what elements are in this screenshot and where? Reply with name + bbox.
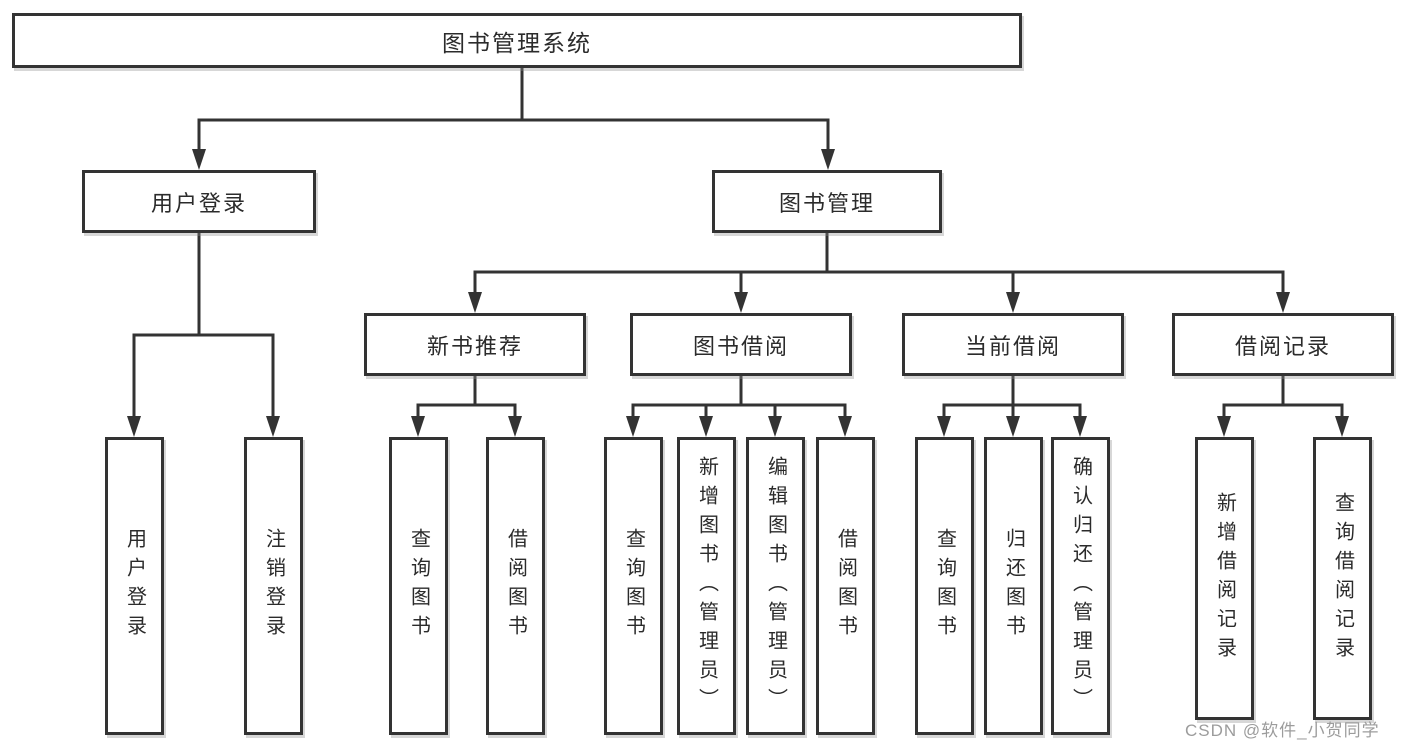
node-library-system: 图书管理系统: [12, 13, 1022, 68]
leaf-borrow-book-borrowing: 借阅图书: [816, 437, 875, 735]
leaf-query-book-borrowing-label: 查询图书: [622, 528, 645, 644]
node-borrowing-records: 借阅记录: [1172, 313, 1394, 376]
leaf-query-book-recommend-label: 查询图书: [407, 528, 430, 644]
node-current-borrowing: 当前借阅: [902, 313, 1124, 376]
node-book-borrowing: 图书借阅: [630, 313, 852, 376]
node-book-borrowing-label: 图书借阅: [692, 333, 789, 359]
leaf-return-book: 归还图书: [984, 437, 1043, 735]
leaf-add-book-admin-label: 新增图书（管理员）: [695, 455, 718, 717]
arrowheads: [127, 149, 1349, 437]
node-borrowing-records-label: 借阅记录: [1234, 333, 1331, 359]
node-current-borrowing-label: 当前借阅: [964, 333, 1061, 359]
leaf-edit-book-admin-label: 编辑图书（管理员）: [764, 455, 787, 717]
leaf-borrow-book-borrowing-label: 借阅图书: [834, 528, 857, 644]
leaf-edit-book-admin: 编辑图书（管理员）: [746, 437, 805, 735]
node-book-management: 图书管理: [712, 170, 942, 233]
leaf-query-borrow-record: 查询借阅记录: [1313, 437, 1372, 720]
leaf-query-book-current-label: 查询图书: [933, 528, 956, 644]
leaf-borrow-book-recommend-label: 借阅图书: [504, 528, 527, 644]
leaf-confirm-return-admin-label: 确认归还（管理员）: [1069, 455, 1092, 717]
node-library-system-label: 图书管理系统: [442, 29, 592, 56]
leaf-user-login: 用户登录: [105, 437, 164, 735]
leaf-add-book-admin: 新增图书（管理员）: [677, 437, 736, 735]
leaf-logout-label: 注销登录: [262, 528, 285, 644]
leaf-borrow-book-recommend: 借阅图书: [486, 437, 545, 735]
node-user-login-label: 用户登录: [150, 190, 247, 216]
leaf-logout: 注销登录: [244, 437, 303, 735]
leaf-query-borrow-record-label: 查询借阅记录: [1331, 491, 1354, 666]
node-user-login: 用户登录: [82, 170, 316, 233]
node-new-book-recommend-label: 新书推荐: [426, 333, 523, 359]
leaf-user-login-label: 用户登录: [123, 528, 146, 644]
node-book-management-label: 图书管理: [778, 190, 875, 216]
leaf-query-book-current: 查询图书: [915, 437, 974, 735]
node-new-book-recommend: 新书推荐: [364, 313, 586, 376]
leaf-query-book-borrowing: 查询图书: [604, 437, 663, 735]
leaf-confirm-return-admin: 确认归还（管理员）: [1051, 437, 1110, 735]
csdn-watermark: CSDN @软件_小贺同学: [1185, 721, 1380, 740]
leaf-add-borrow-record-label: 新增借阅记录: [1213, 491, 1236, 666]
leaf-query-book-recommend: 查询图书: [389, 437, 448, 735]
leaf-add-borrow-record: 新增借阅记录: [1195, 437, 1254, 720]
leaf-return-book-label: 归还图书: [1002, 528, 1025, 644]
